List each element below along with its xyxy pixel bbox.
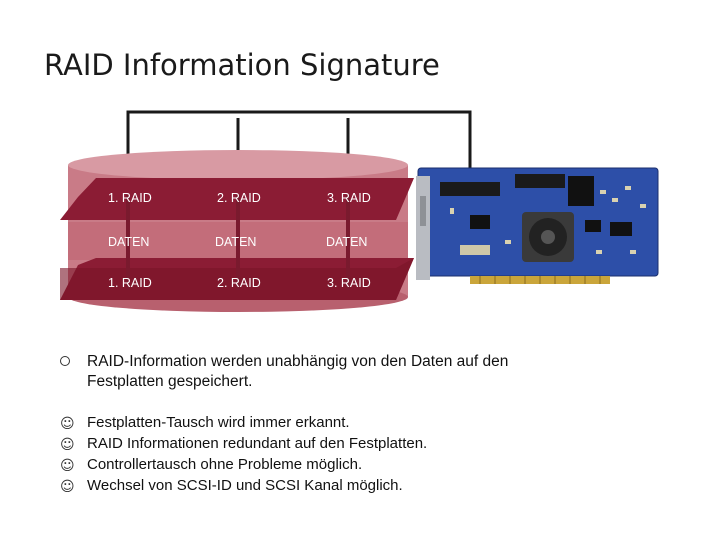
main-bullet: RAID-Information werden unabhängig von d… [60, 352, 580, 392]
smiley-icon: ☺ [60, 479, 75, 495]
main-bullet-text: RAID-Information werden unabhängig von d… [87, 353, 509, 390]
disk2-data-label: DATEN [215, 235, 256, 249]
smiley-icon: ☺ [60, 458, 75, 474]
disk1-data-label: DATEN [108, 235, 149, 249]
disk1-bottom-label: 1. RAID [108, 276, 152, 290]
list-item: ☺ Festplatten-Tausch wird immer erkannt. [60, 412, 427, 433]
list-item: ☺ Controllertausch ohne Probleme möglich… [60, 454, 427, 475]
disk2-bottom-label: 2. RAID [217, 276, 261, 290]
list-item-text: Wechsel von SCSI-ID und SCSI Kanal mögli… [87, 477, 403, 494]
list-item: ☺ Wechsel von SCSI-ID und SCSI Kanal mög… [60, 475, 427, 496]
benefits-list: ☺ Festplatten-Tausch wird immer erkannt.… [60, 412, 427, 496]
list-item-text: Festplatten-Tausch wird immer erkannt. [87, 414, 350, 431]
raid-diagram: 1. RAID 2. RAID 3. RAID DATEN DATEN DATE… [60, 110, 659, 312]
page-title: RAID Information Signature [44, 48, 440, 82]
smiley-icon: ☺ [60, 437, 75, 453]
raid-controller-card-image [416, 167, 659, 284]
disk1-top-label: 1. RAID [108, 191, 152, 205]
disk2-top-label: 2. RAID [217, 191, 261, 205]
list-item: ☺ RAID Informationen redundant auf den F… [60, 433, 427, 454]
list-item-text: Controllertausch ohne Probleme möglich. [87, 456, 363, 473]
disk3-bottom-label: 3. RAID [327, 276, 371, 290]
list-item-text: RAID Informationen redundant auf den Fes… [87, 435, 428, 452]
disk3-top-label: 3. RAID [327, 191, 371, 205]
disk3-data-label: DATEN [326, 235, 367, 249]
smiley-icon: ☺ [60, 416, 75, 432]
ring-bullet-icon [60, 356, 70, 366]
